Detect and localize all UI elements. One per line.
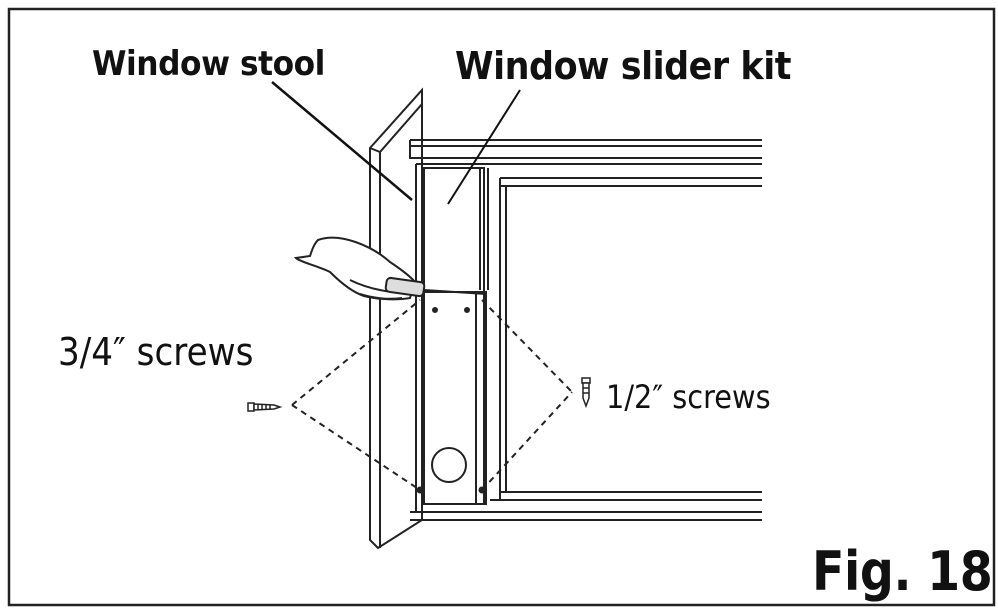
screws-3-4-label: 3/4″ screws <box>58 330 254 374</box>
exhaust-opening <box>431 447 467 483</box>
screws-34-callout-lines <box>291 299 421 491</box>
window-slider-kit-label: Window slider kit <box>455 44 792 88</box>
window-stool-label: Window stool <box>92 44 325 84</box>
screw-hole <box>416 486 424 494</box>
screw-hole <box>432 307 438 313</box>
figure-border <box>7 7 996 607</box>
screw-hole <box>464 307 470 313</box>
screws-1-2-label: 1/2″ screws <box>606 378 771 416</box>
screws-12-callout-lines <box>481 299 573 491</box>
window-frame <box>409 139 762 521</box>
stool-leader-line <box>271 81 413 201</box>
kit-leader-line <box>447 89 521 205</box>
screw-3-4-icon <box>247 402 283 412</box>
figure-number-label: Fig. 18 <box>812 540 993 603</box>
hand-with-screwdriver <box>293 236 487 301</box>
screw-1-2-icon <box>581 377 591 409</box>
window-slider-kit-panel <box>416 167 489 505</box>
